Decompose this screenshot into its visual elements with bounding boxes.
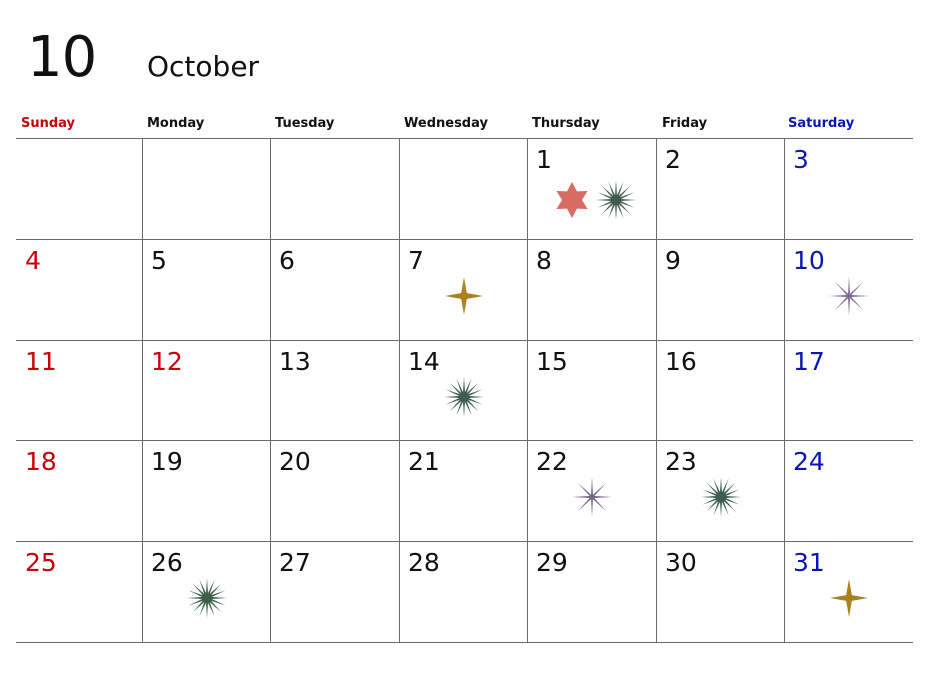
day-number: 30 [665,548,697,577]
day-number: 10 [793,246,825,275]
day-cell-28[interactable]: 28 [400,542,527,642]
day-number: 6 [279,246,295,275]
day-cell-1[interactable]: 1 [528,139,656,239]
day-number: 27 [279,548,311,577]
day-number: 12 [151,347,183,376]
weekday-saturday: Saturday [788,116,855,131]
weekday-friday: Friday [662,116,708,131]
day-cell-23[interactable]: 23 [657,441,784,541]
day-number: 8 [536,246,552,275]
day-cell-2[interactable]: 2 [657,139,784,239]
day-cell-17[interactable]: 17 [785,341,913,440]
day-number: 31 [793,548,825,577]
grid-column-line [784,138,785,642]
day-cell-6[interactable]: 6 [271,240,399,340]
day-number: 4 [25,246,41,275]
weekday-tuesday: Tuesday [275,116,335,131]
day-cell-8[interactable]: 8 [528,240,656,340]
day-number: 7 [408,246,424,275]
day-number: 24 [793,447,825,476]
day-cell-12[interactable]: 12 [143,341,270,440]
day-cell-21[interactable]: 21 [400,441,527,541]
grid-row-line [16,138,913,139]
purple-eight-point-star-icon [829,276,869,316]
day-number: 16 [665,347,697,376]
month-name: October [147,50,260,83]
day-cell-25[interactable]: 25 [17,542,142,642]
day-cell-9[interactable]: 9 [657,240,784,340]
grid-column-line [399,138,400,642]
day-number: 21 [408,447,440,476]
day-number: 14 [408,347,440,376]
day-number: 20 [279,447,311,476]
day-cell-5[interactable]: 5 [143,240,270,340]
day-number: 5 [151,246,167,275]
grid-column-line [527,138,528,642]
day-number: 18 [25,447,57,476]
weekday-sunday: Sunday [21,116,76,131]
day-cell-14[interactable]: 14 [400,341,527,440]
grid-row-line [16,340,913,341]
purple-four-point-star-icon [572,477,612,517]
grid-row-line [16,541,913,542]
grid-row-line [16,239,913,240]
empty-cell [17,139,142,239]
day-cell-15[interactable]: 15 [528,341,656,440]
day-cell-16[interactable]: 16 [657,341,784,440]
day-number: 11 [25,347,57,376]
weekday-wednesday: Wednesday [404,116,488,131]
weekday-monday: Monday [147,116,205,131]
day-cell-24[interactable]: 24 [785,441,913,541]
month-number: 10 [27,25,97,90]
star-of-david-icon [552,180,592,220]
green-sunburst-icon [444,377,484,417]
grid-column-line [270,138,271,642]
day-number: 26 [151,548,183,577]
day-number: 1 [536,145,552,174]
day-number: 28 [408,548,440,577]
grid-column-line [142,138,143,642]
green-sunburst-icon [596,180,636,220]
day-cell-10[interactable]: 10 [785,240,913,340]
weekday-header: Sunday Monday Tuesday Wednesday Thursday… [16,114,913,138]
day-number: 29 [536,548,568,577]
weekday-thursday: Thursday [532,116,600,131]
green-sunburst-icon [187,578,227,618]
day-number: 23 [665,447,697,476]
day-number: 13 [279,347,311,376]
day-cell-30[interactable]: 30 [657,542,784,642]
day-number: 19 [151,447,183,476]
day-cell-26[interactable]: 26 [143,542,270,642]
gold-four-point-star-icon [829,578,869,618]
empty-cell [400,139,527,239]
day-cell-7[interactable]: 7 [400,240,527,340]
day-cell-19[interactable]: 19 [143,441,270,541]
empty-cell [143,139,270,239]
day-cell-29[interactable]: 29 [528,542,656,642]
day-cell-22[interactable]: 22 [528,441,656,541]
day-number: 25 [25,548,57,577]
grid-column-line [656,138,657,642]
day-cell-18[interactable]: 18 [17,441,142,541]
day-number: 22 [536,447,568,476]
grid-row-line [16,440,913,441]
day-cell-4[interactable]: 4 [17,240,142,340]
day-cell-20[interactable]: 20 [271,441,399,541]
day-cell-27[interactable]: 27 [271,542,399,642]
day-cell-3[interactable]: 3 [785,139,913,239]
gold-four-point-star-icon [444,276,484,316]
empty-cell [271,139,399,239]
day-number: 17 [793,347,825,376]
day-number: 2 [665,145,681,174]
day-cell-31[interactable]: 31 [785,542,913,642]
grid-row-line [16,642,913,643]
day-cell-11[interactable]: 11 [17,341,142,440]
day-number: 15 [536,347,568,376]
green-sunburst-icon [701,477,741,517]
day-number: 9 [665,246,681,275]
day-number: 3 [793,145,809,174]
day-cell-13[interactable]: 13 [271,341,399,440]
